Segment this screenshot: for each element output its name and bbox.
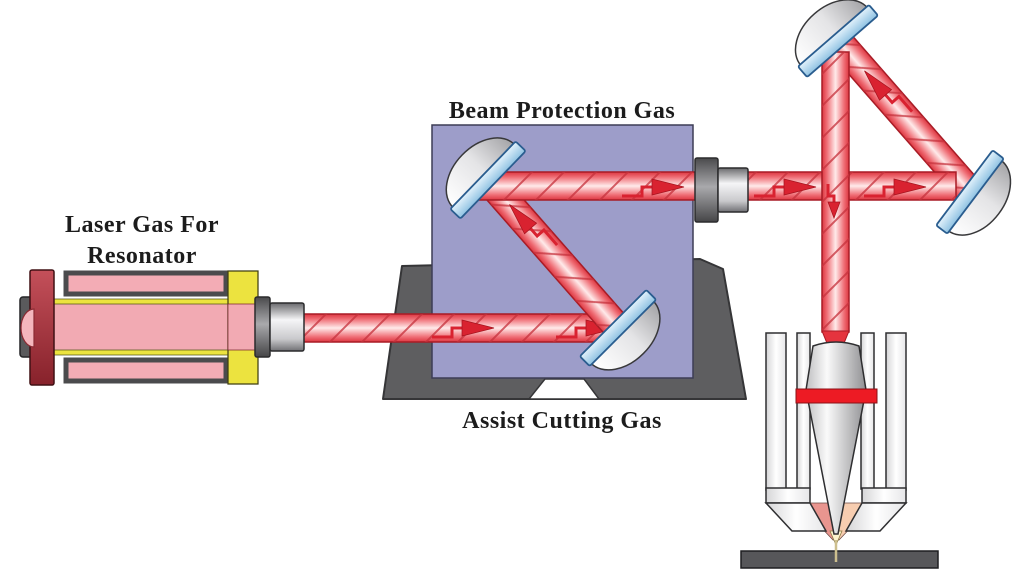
output-coupler-ring [254, 296, 271, 358]
gas-tube-through-cap [227, 303, 260, 351]
gas-tube [51, 299, 259, 355]
bend-mirror-right [936, 150, 1012, 236]
beam-segment-resonator [299, 313, 631, 343]
head-wall-inner-left [796, 332, 811, 490]
stand-notch [527, 378, 601, 400]
electrode-bottom [63, 357, 229, 384]
tube-wall-bottom [53, 349, 229, 356]
beam-exit-coupler [694, 157, 749, 223]
head-wall-inner-right [860, 332, 875, 490]
label-beam-protection-gas: Beam Protection Gas [449, 98, 675, 124]
bend-mirror-top [794, 0, 879, 78]
electrode-top [63, 270, 229, 297]
focus-lens-band [795, 388, 878, 404]
tube-wall-top [53, 298, 229, 305]
head-base-right [861, 487, 907, 504]
beam-segment-vertical [821, 51, 850, 366]
workpiece [740, 540, 939, 569]
head-base-left [765, 487, 811, 504]
nozzle-chamfer-right [844, 502, 908, 532]
bend-mirror-enclosure-bottom [579, 289, 661, 371]
label-assist-cutting-gas: Assist Cutting Gas [462, 408, 662, 434]
cutting-head [764, 332, 908, 546]
label-laser-gas-line2: Resonator [87, 243, 197, 269]
label-laser-gas-line1: Laser Gas For [65, 212, 219, 238]
nozzle-chamfer-left [764, 502, 828, 532]
rear-mirror-window [20, 308, 35, 348]
laser-resonator [19, 269, 305, 386]
head-wall-outer-right [885, 332, 907, 491]
head-wall-outer-left [765, 332, 787, 491]
bend-mirror-enclosure-top [445, 137, 526, 219]
output-coupler-cylinder [269, 302, 305, 352]
